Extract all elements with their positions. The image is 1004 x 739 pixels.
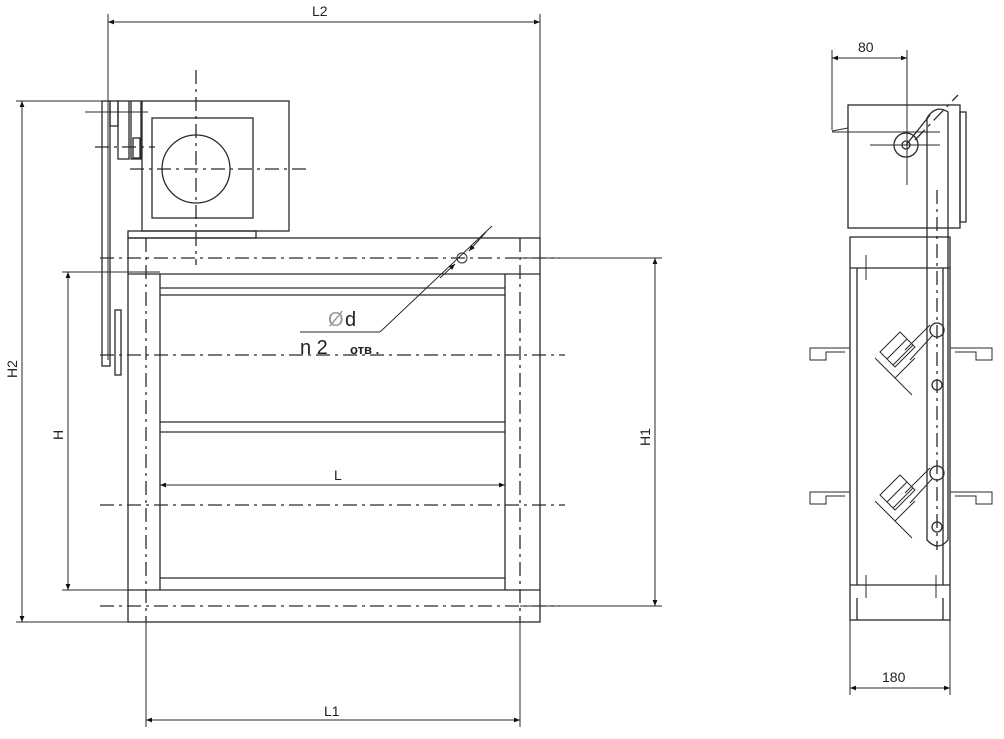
side-actuator [831, 94, 967, 229]
hole-unit-label: отв . [350, 342, 379, 357]
hole-diameter-symbol: Ø [328, 309, 344, 331]
dim-label-L1: L1 [324, 703, 340, 719]
side-body [849, 236, 951, 621]
hole-diameter-label: d [345, 309, 356, 331]
extension-lines [16, 14, 662, 727]
dim-label-L: L [334, 467, 342, 483]
hole-count-label: n 2 [300, 337, 328, 359]
dim-label-L2: L2 [312, 3, 328, 19]
damper-blades [100, 287, 565, 579]
actuator [127, 70, 310, 265]
side-blade-linkage [874, 324, 933, 539]
dim-label-H2: H2 [4, 360, 20, 378]
front-view: Ø d n 2 отв . L2 L L1 H2 H H1 [4, 3, 662, 727]
dim-label-80: 80 [858, 39, 874, 55]
dim-label-H: H [50, 430, 66, 440]
side-brackets [809, 347, 993, 505]
dim-label-H1: H1 [637, 428, 653, 446]
dim-label-180: 180 [882, 669, 906, 685]
side-view: 80 [809, 39, 993, 695]
lever-plates [85, 100, 155, 376]
side-lever-arm [905, 108, 949, 550]
hole-callout [300, 225, 493, 333]
